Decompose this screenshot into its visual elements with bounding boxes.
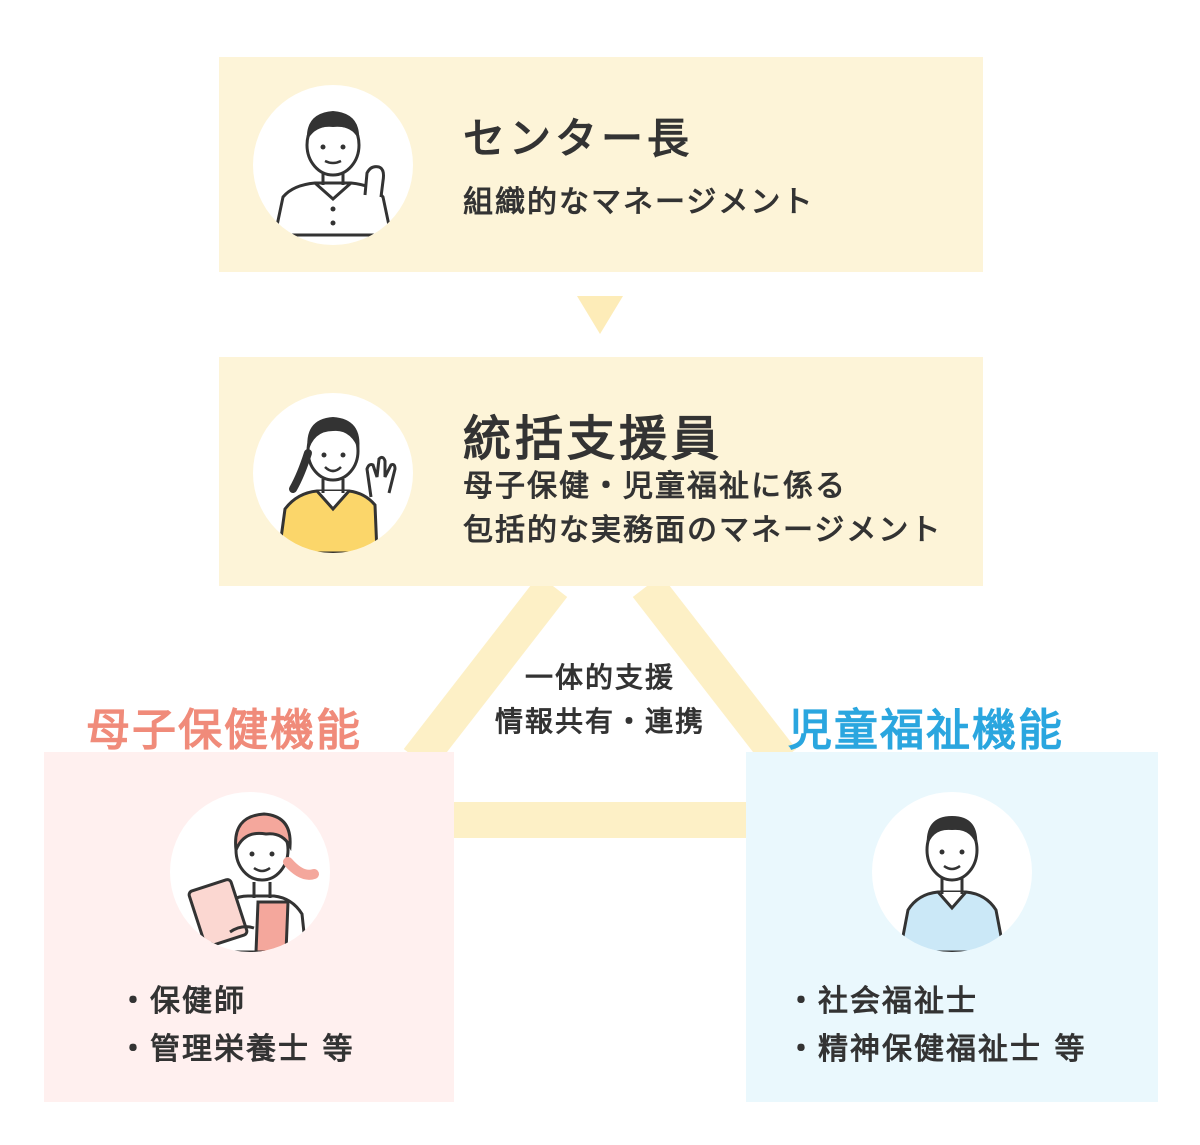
collaboration-label: 一体的支援 情報共有・連携 — [450, 656, 750, 744]
list-item: 社会福祉士 — [786, 978, 1086, 1026]
maternal-child-health-box: 保健師 管理栄養士 等 — [44, 752, 454, 1102]
child-welfare-roles: 社会福祉士 精神保健福祉士 等 — [786, 978, 1086, 1074]
down-arrow-icon — [577, 296, 623, 334]
director-avatar — [253, 85, 413, 245]
child-welfare-box: 社会福祉士 精神保健福祉士 等 — [746, 752, 1158, 1102]
coordinator-description-line-2: 包括的な実務面のマネージメント — [463, 513, 943, 548]
child-welfare-avatar — [872, 792, 1032, 952]
list-item: 精神保健福祉士 等 — [786, 1026, 1086, 1074]
child-welfare-title: 児童福祉機能 — [788, 705, 1064, 756]
coordinator-box: 統括支援員 母子保健・児童福祉に係る 包括的な実務面のマネージメント — [219, 357, 983, 586]
coordinator-avatar — [253, 393, 413, 553]
coordinator-description-line-1: 母子保健・児童福祉に係る — [463, 469, 847, 504]
collaboration-line-2: 情報共有・連携 — [494, 705, 705, 738]
director-title: センター長 — [463, 114, 694, 163]
collaboration-triangle-right — [632, 574, 797, 772]
director-description: 組織的なマネージメント — [463, 185, 815, 220]
maternal-child-health-roles: 保健師 管理栄養士 等 — [118, 978, 354, 1074]
list-item: 保健師 — [118, 978, 354, 1026]
list-item: 管理栄養士 等 — [118, 1026, 354, 1074]
collaboration-triangle-base — [452, 802, 748, 838]
maternal-child-health-title: 母子保健機能 — [86, 705, 362, 756]
collaboration-line-1: 一体的支援 — [524, 661, 675, 694]
maternal-child-health-avatar — [170, 792, 330, 952]
director-box: センター長 組織的なマネージメント — [219, 57, 983, 272]
coordinator-title: 統括支援員 — [463, 411, 724, 467]
collaboration-triangle — [403, 574, 568, 772]
